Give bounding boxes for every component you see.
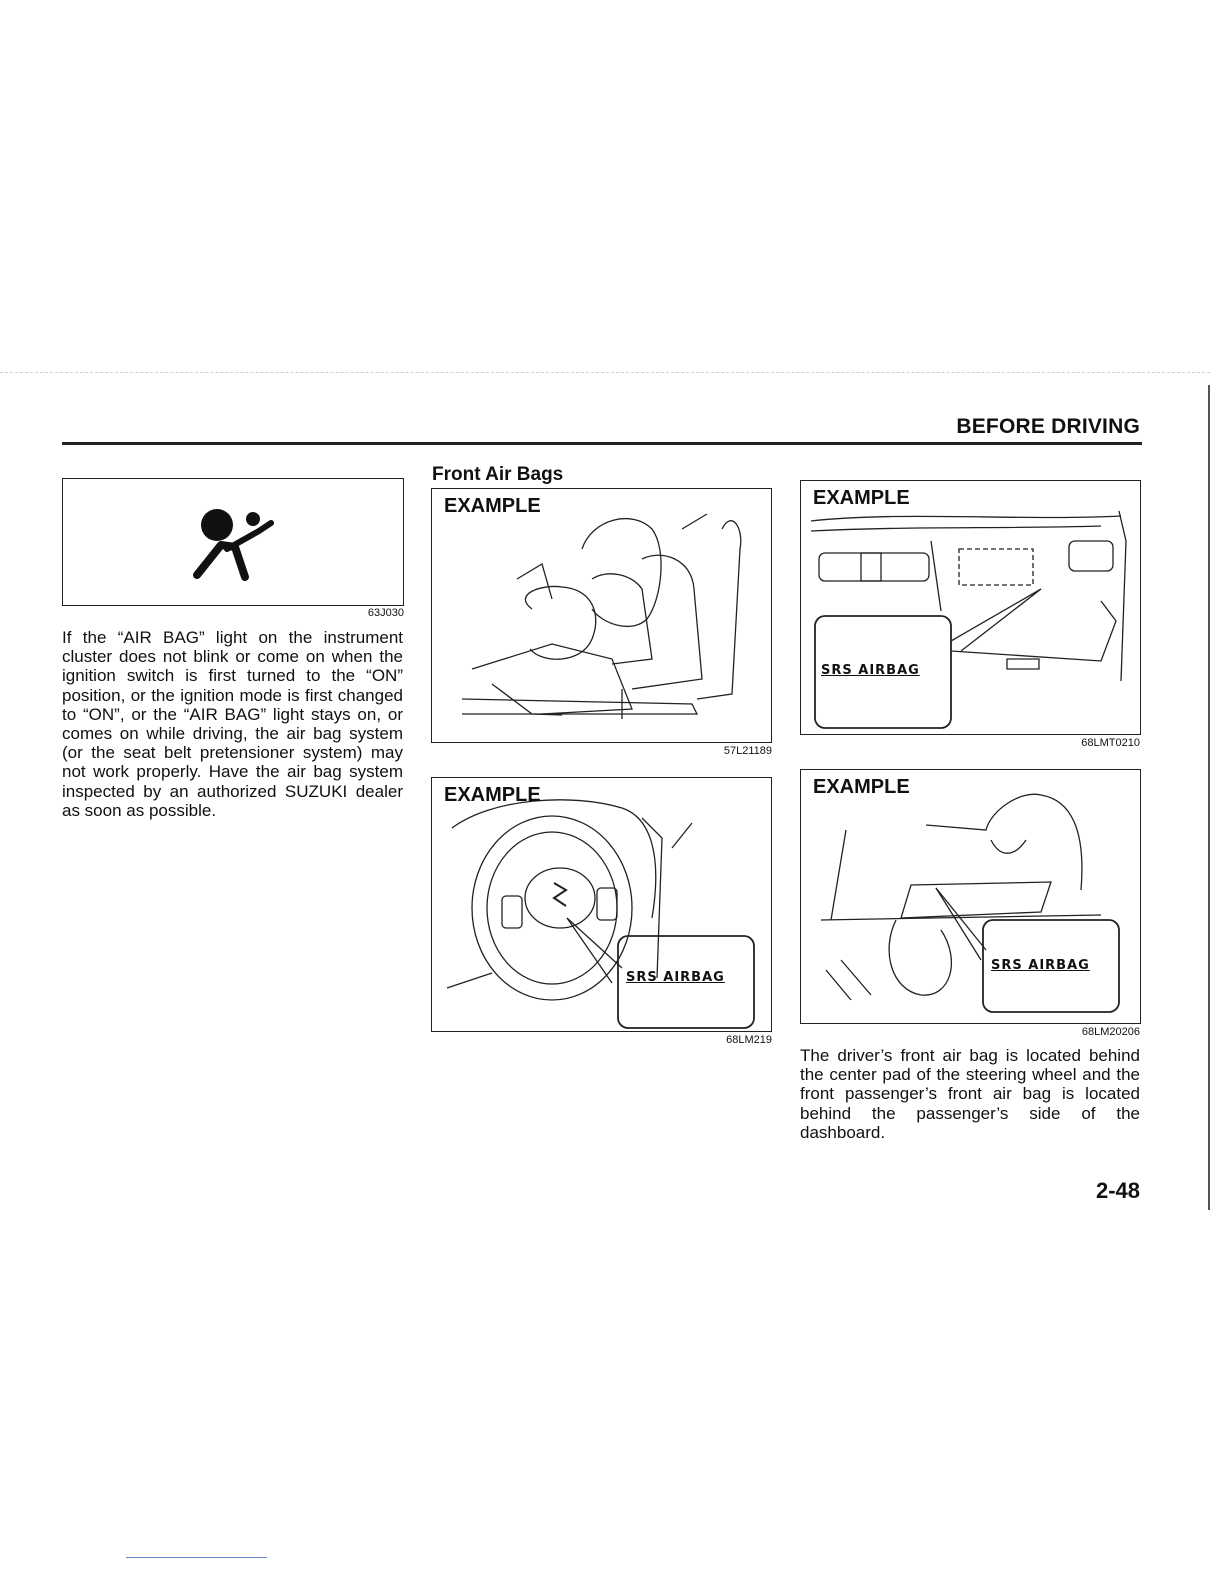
example-label: EXAMPLE	[444, 784, 541, 806]
airbag-deployment-figure: EXAMPLE	[431, 488, 772, 743]
airbag-location-paragraph: The driver’s front air bag is located be…	[800, 1046, 1140, 1142]
example-label: EXAMPLE	[813, 487, 910, 509]
front-air-bags-heading: Front Air Bags	[432, 464, 564, 485]
dashboard-illustration	[810, 510, 1127, 729]
passenger-airbag-illustration	[820, 793, 1120, 1013]
example-label: EXAMPLE	[444, 495, 541, 517]
page-number: 2-48	[1095, 1178, 1140, 1203]
passenger-airbag-figure: EXAMPLE SRS AIRBAG	[800, 769, 1141, 1024]
scan-bottom-mark	[126, 1557, 267, 1558]
steering-wheel-illustration	[446, 799, 755, 1029]
srs-airbag-callout: SRS AIRBAG	[991, 958, 1090, 973]
figure-code: 57L21189	[723, 745, 772, 757]
figure-code: 68LMT0210	[1081, 737, 1140, 749]
section-header: BEFORE DRIVING	[956, 415, 1140, 438]
passenger-dashboard-figure: EXAMPLE SRS AIRBAG	[800, 480, 1141, 735]
airbag-warning-icon	[193, 509, 274, 581]
figure-code: 63J030	[367, 607, 404, 619]
scan-right-edge	[1208, 385, 1210, 1210]
figure-code: 68LM219	[726, 1034, 772, 1046]
example-label: EXAMPLE	[813, 776, 910, 798]
header-rule	[62, 442, 1142, 445]
srs-airbag-callout: SRS AIRBAG	[821, 663, 920, 678]
airbag-light-paragraph: If the “AIR BAG” light on the instrument…	[62, 628, 403, 820]
steering-wheel-figure: EXAMPLE SRS AIRBAG	[431, 777, 772, 1032]
figure-code: 68LM20206	[1081, 1026, 1140, 1038]
airbag-warning-figure	[62, 478, 404, 606]
deployed-airbag-illustration	[461, 513, 742, 719]
srs-airbag-callout: SRS AIRBAG	[626, 970, 725, 985]
scan-edge-line	[0, 372, 1210, 373]
